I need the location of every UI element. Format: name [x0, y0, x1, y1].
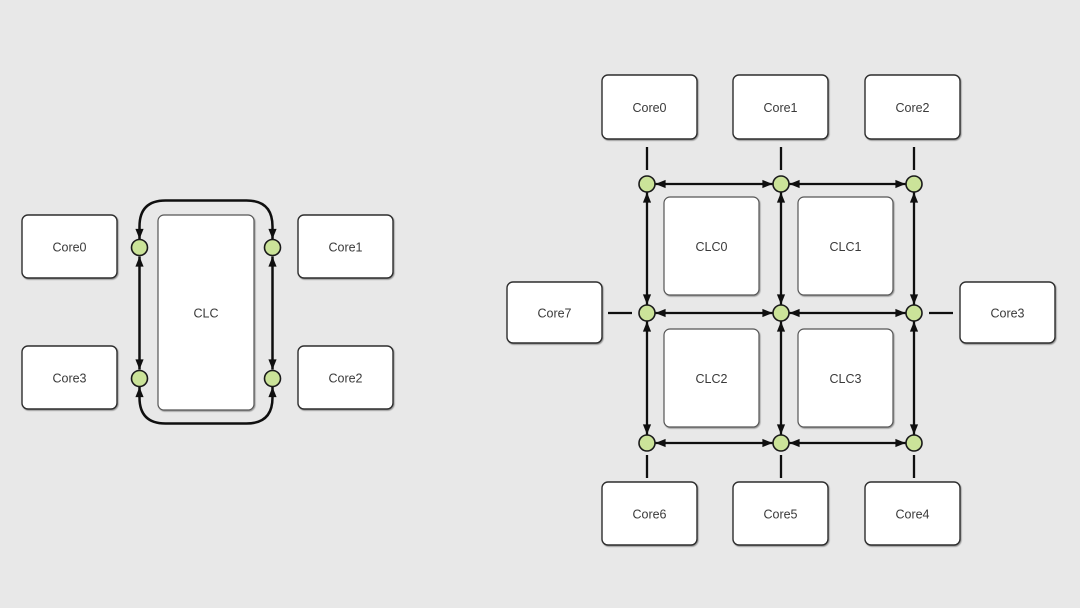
core4-box [864, 481, 961, 546]
clc1-box [797, 196, 894, 296]
core1-label: Core1 [763, 101, 797, 115]
core0-box [21, 214, 118, 279]
clc1-label: CLC1 [830, 240, 862, 254]
router-node-icon [772, 434, 790, 452]
core-block: Core7 [506, 281, 603, 344]
core5-label: Core5 [763, 508, 797, 522]
clc0-label: CLC0 [696, 240, 728, 254]
core-block: Core6 [601, 481, 698, 546]
router-node-icon [772, 175, 790, 193]
core0-label: Core0 [632, 101, 666, 115]
core-block: Core3 [959, 281, 1056, 344]
router-node-icon [638, 304, 656, 322]
ring-link-top-arc [135, 199, 277, 240]
core3-label: Core3 [52, 372, 86, 386]
core0-label: Core0 [52, 241, 86, 255]
clc-box [157, 214, 255, 411]
router-node-icon [263, 369, 282, 388]
core-block: Core3 [21, 345, 118, 410]
core3-box [21, 345, 118, 410]
clc3-box [797, 328, 894, 428]
core-block: Core1 [297, 214, 394, 279]
clc-mesh-diagram: CLC0 CLC1 CLC2 CLC3 Core0 Core1 Core2 [506, 74, 1056, 546]
clc-block: CLC1 [797, 196, 894, 296]
core2-label: Core2 [895, 101, 929, 115]
clc2-box [663, 328, 760, 428]
core2-box [864, 74, 961, 140]
router-node-icon [905, 434, 923, 452]
clc-label: CLC [193, 307, 218, 321]
router-node-icon [638, 434, 656, 452]
single-clc-ring-diagram: CLC Core0 Core1 Core2 Core3 [21, 199, 394, 425]
core-block: Core4 [864, 481, 961, 546]
core-block: Core1 [732, 74, 829, 140]
ring-link-bottom-arc [135, 386, 277, 425]
core-block: Core2 [297, 345, 394, 410]
core1-box [732, 74, 829, 140]
core-block: Core5 [732, 481, 829, 546]
core4-label: Core4 [895, 508, 929, 522]
core6-box [601, 481, 698, 546]
core-block: Core2 [864, 74, 961, 140]
core-block: Core0 [601, 74, 698, 140]
clc2-label: CLC2 [696, 372, 728, 386]
core-block: Core0 [21, 214, 118, 279]
core0-box [601, 74, 698, 140]
clc0-box [663, 196, 760, 296]
core3-box [959, 281, 1056, 344]
router-node-icon [638, 175, 656, 193]
core2-label: Core2 [328, 372, 362, 386]
clc-block: CLC2 [663, 328, 760, 428]
core1-box [297, 214, 394, 279]
core6-label: Core6 [632, 508, 666, 522]
router-node-icon [905, 175, 923, 193]
clc-block: CLC [157, 214, 255, 411]
router-node-icon [772, 304, 790, 322]
clc-block: CLC0 [663, 196, 760, 296]
router-node-icon [905, 304, 923, 322]
core2-box [297, 345, 394, 410]
clc-block: CLC3 [797, 328, 894, 428]
core1-label: Core1 [328, 241, 362, 255]
core7-box [506, 281, 603, 344]
core5-box [732, 481, 829, 546]
router-node-icon [130, 238, 149, 257]
router-node-icon [263, 238, 282, 257]
core3-label: Core3 [990, 307, 1024, 321]
core7-label: Core7 [537, 307, 571, 321]
router-node-icon [130, 369, 149, 388]
clc3-label: CLC3 [830, 372, 862, 386]
